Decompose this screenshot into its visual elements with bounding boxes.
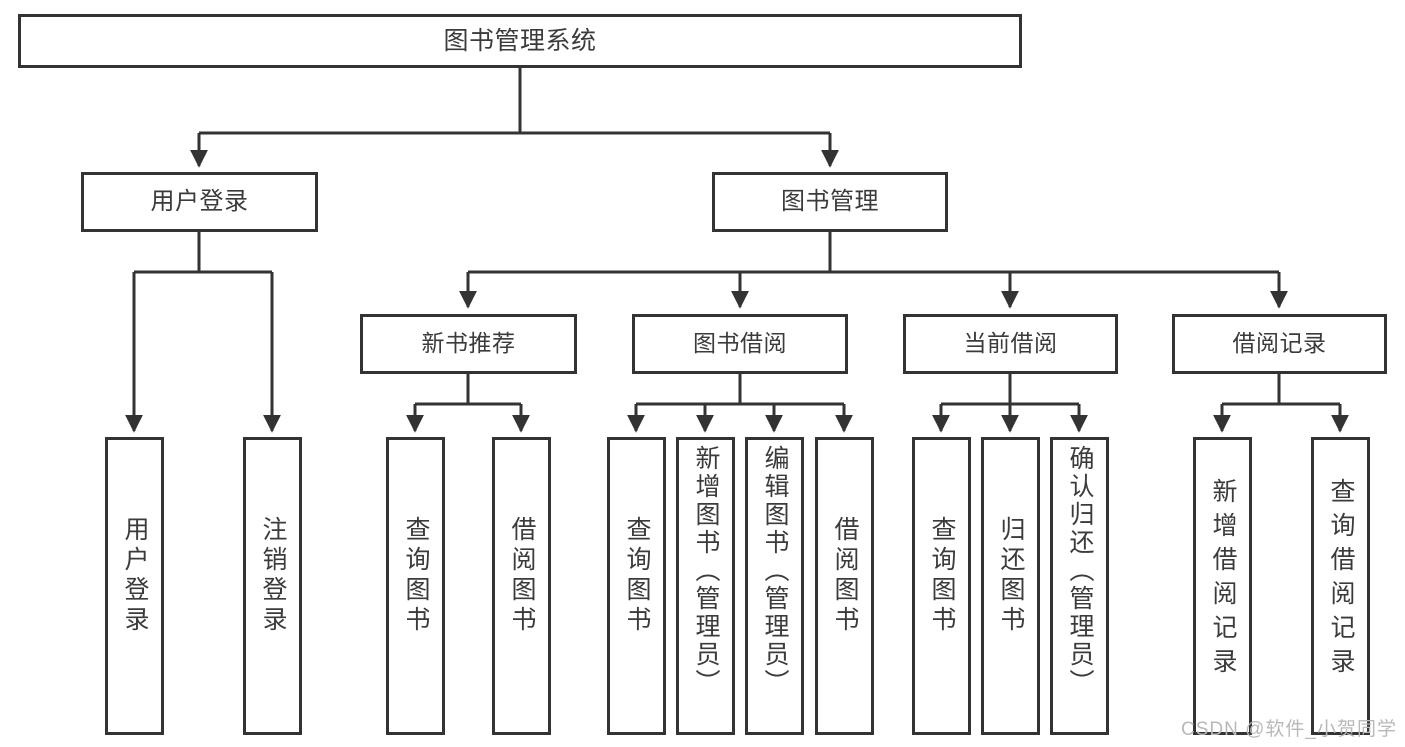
leaf-query-record-label: 查询借阅记录: [1327, 478, 1355, 682]
node-new-book-recommend-label: 新书推荐: [421, 330, 516, 357]
leaf-confirm-return[interactable]: 确认归还（管理员）: [1050, 437, 1109, 735]
leaf-user-login[interactable]: 用户登录: [105, 437, 164, 735]
leaf-add-record-label: 新增借阅记录: [1209, 478, 1237, 682]
leaf-borrow-book-2[interactable]: 借阅图书: [815, 437, 874, 735]
node-borrow-record[interactable]: 借阅记录: [1172, 314, 1387, 374]
leaf-add-book[interactable]: 新增图书（管理员）: [676, 437, 735, 735]
leaf-return-book[interactable]: 归还图书: [981, 437, 1040, 735]
node-user-login-label: 用户登录: [150, 187, 249, 215]
node-borrow-record-label: 借阅记录: [1232, 330, 1327, 357]
node-new-book-recommend[interactable]: 新书推荐: [360, 314, 577, 374]
node-current-borrow-label: 当前借阅: [963, 330, 1058, 357]
leaf-borrow-book-1-label: 借阅图书: [508, 516, 536, 636]
leaf-borrow-book-2-label: 借阅图书: [831, 516, 859, 636]
leaf-user-login-label: 用户登录: [121, 516, 149, 636]
leaf-query-book-2[interactable]: 查询图书: [607, 437, 666, 735]
leaf-edit-book-label: 编辑图书（管理员）: [761, 445, 789, 697]
node-user-login[interactable]: 用户登录: [81, 172, 318, 232]
leaf-user-logout[interactable]: 注销登录: [243, 437, 302, 735]
watermark-text: CSDN @软件_小贺同学: [1181, 719, 1397, 740]
leaf-add-record[interactable]: 新增借阅记录: [1193, 437, 1252, 735]
node-book-borrow[interactable]: 图书借阅: [632, 314, 848, 374]
node-root-label: 图书管理系统: [443, 27, 597, 55]
leaf-query-record[interactable]: 查询借阅记录: [1311, 437, 1370, 735]
leaf-query-book-3[interactable]: 查询图书: [912, 437, 971, 735]
leaf-borrow-book-1[interactable]: 借阅图书: [492, 437, 551, 735]
leaf-confirm-return-label: 确认归还（管理员）: [1066, 445, 1094, 697]
leaf-query-book-1-label: 查询图书: [402, 516, 430, 636]
leaf-return-book-label: 归还图书: [997, 516, 1025, 636]
node-book-management[interactable]: 图书管理: [712, 172, 948, 232]
leaf-edit-book[interactable]: 编辑图书（管理员）: [745, 437, 804, 735]
leaf-add-book-label: 新增图书（管理员）: [692, 445, 720, 697]
leaf-query-book-1[interactable]: 查询图书: [386, 437, 445, 735]
node-current-borrow[interactable]: 当前借阅: [903, 314, 1118, 374]
node-book-borrow-label: 图书借阅: [693, 330, 787, 357]
leaf-user-logout-label: 注销登录: [259, 516, 287, 636]
node-book-management-label: 图书管理: [781, 187, 879, 215]
node-root[interactable]: 图书管理系统: [18, 14, 1022, 68]
leaf-query-book-3-label: 查询图书: [928, 516, 956, 636]
leaf-query-book-2-label: 查询图书: [623, 516, 651, 636]
